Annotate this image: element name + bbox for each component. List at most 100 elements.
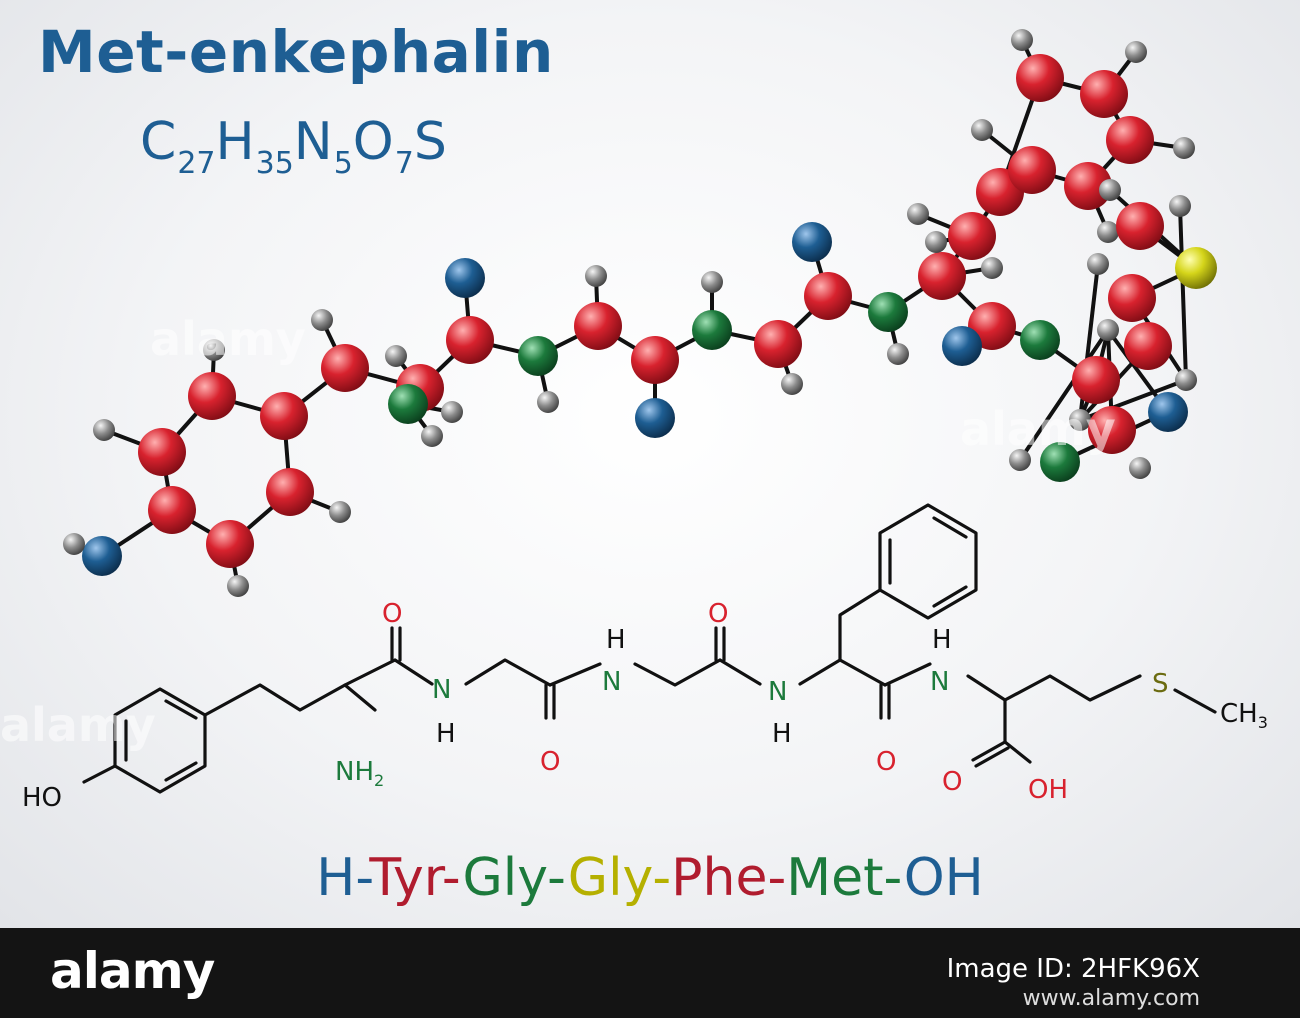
oxygen-atom <box>942 326 982 366</box>
atom-label-ch3: CH3 <box>1220 699 1268 732</box>
hydrogen-atom <box>63 533 85 555</box>
atom-label-o: O <box>708 599 728 629</box>
atom-label-text: CH <box>1220 699 1258 729</box>
sequence-separator: - <box>441 848 463 908</box>
atom-label-n: N <box>602 667 621 697</box>
chemical-formula: C27H35N5O7S <box>140 112 447 181</box>
hydrogen-atom <box>925 231 947 253</box>
formula-element: N <box>293 112 333 172</box>
nitrogen-atom <box>692 310 732 350</box>
atom-label-text: HO <box>22 783 62 813</box>
hydrogen-atom <box>1087 253 1109 275</box>
sequence-separator: - <box>547 848 568 908</box>
brand-logo[interactable]: alamy <box>50 942 215 1000</box>
hydrogen-atom <box>1175 369 1197 391</box>
hydrogen-atom <box>329 501 351 523</box>
atom-label-text: O <box>876 747 896 777</box>
atom-label-subscript: 2 <box>374 771 384 790</box>
carbon-atom <box>1080 70 1128 118</box>
sequence-residue: Gly <box>567 848 653 908</box>
hydrogen-atom <box>93 419 115 441</box>
atom-label-text: N <box>602 667 621 697</box>
atom-label-nh2: NH2 <box>335 757 384 790</box>
carbon-atom <box>188 372 236 420</box>
watermark: alamy <box>150 312 306 366</box>
formula-element: H <box>215 112 255 172</box>
atom-label-text: H <box>436 719 456 749</box>
carbon-atom <box>1016 54 1064 102</box>
atom-label-text: O <box>540 747 560 777</box>
sequence-residue: H <box>316 848 356 908</box>
molecule-poster: Met-enkephalin C27H35N5O7S <box>0 0 1300 928</box>
sequence-residue: OH <box>903 848 984 908</box>
hydrogen-atom <box>421 425 443 447</box>
nitrogen-atom <box>388 384 428 424</box>
atom-label-text: N <box>768 677 787 707</box>
page-title: Met-enkephalin <box>38 18 554 86</box>
carbon-atom <box>138 428 186 476</box>
carbon-atom <box>804 272 852 320</box>
atom-label-text: O <box>942 767 962 797</box>
atom-label-o: O <box>540 747 560 777</box>
hydrogen-atom <box>385 345 407 367</box>
formula-subscript: 27 <box>177 146 216 181</box>
formula-element: C <box>140 112 177 172</box>
sequence-residue: Gly <box>462 848 548 908</box>
atom-label-text: N <box>930 667 949 697</box>
sequence-separator: - <box>883 848 904 908</box>
carbon-atom <box>574 302 622 350</box>
carbon-atom <box>1124 322 1172 370</box>
sequence-separator: - <box>652 848 672 908</box>
hydrogen-atom <box>1169 195 1191 217</box>
sequence-residue: Tyr <box>369 848 442 908</box>
atom-label-oh: OH <box>1028 775 1068 805</box>
carbon-atom <box>1008 146 1056 194</box>
hydrogen-atom <box>701 271 723 293</box>
formula-subscript: 5 <box>333 146 353 181</box>
site-link[interactable]: www.alamy.com <box>1022 986 1200 1011</box>
atom-label-text: O <box>708 599 728 629</box>
hydrogen-atom <box>887 343 909 365</box>
atom-label-text: H <box>932 625 952 655</box>
hydrogen-atom <box>203 339 225 361</box>
atom-label-s: S <box>1152 669 1169 699</box>
atom-label-ho: HO <box>22 783 62 813</box>
sequence-separator: - <box>767 848 787 908</box>
hydrogen-atom <box>1097 221 1119 243</box>
hydrogen-atom <box>1125 41 1147 63</box>
atom-label-text: N <box>432 675 451 705</box>
sequence-residue: Met <box>786 848 884 908</box>
hydrogen-atom <box>981 257 1003 279</box>
carbon-atom <box>754 320 802 368</box>
carbon-atom <box>918 252 966 300</box>
oxygen-atom <box>82 536 122 576</box>
sulfur-atom <box>1175 247 1217 289</box>
atom-label-n: N <box>768 677 787 707</box>
peptide-sequence: H-Tyr-Gly-Gly-Phe-Met-OH <box>0 848 1300 908</box>
atom-label-text: S <box>1152 669 1169 699</box>
carbon-atom <box>1106 116 1154 164</box>
atom-label-o: O <box>382 599 402 629</box>
bond <box>1178 204 1188 382</box>
atom-label-o: O <box>942 767 962 797</box>
carbon-atom <box>148 486 196 534</box>
skeletal-formula <box>82 503 1217 794</box>
sequence-residue: Phe <box>671 848 768 908</box>
footer-bar: alamy Image ID: 2HFK96X www.alamy.com <box>0 928 1300 1018</box>
hydrogen-atom <box>907 203 929 225</box>
hydrogen-atom <box>1011 29 1033 51</box>
formula-element: S <box>413 112 447 172</box>
atom-label-text: OH <box>1028 775 1068 805</box>
hydrogen-atom <box>585 265 607 287</box>
atom-label-text: H <box>772 719 792 749</box>
hydrogen-atom <box>1129 457 1151 479</box>
atom-label-o: O <box>876 747 896 777</box>
image-id: Image ID: 2HFK96X <box>946 954 1200 984</box>
atom-label-text: H <box>606 625 626 655</box>
nitrogen-atom <box>1020 320 1060 360</box>
atom-label-h: H <box>606 625 626 655</box>
atom-label-h: H <box>772 719 792 749</box>
sequence-separator: - <box>355 848 370 908</box>
